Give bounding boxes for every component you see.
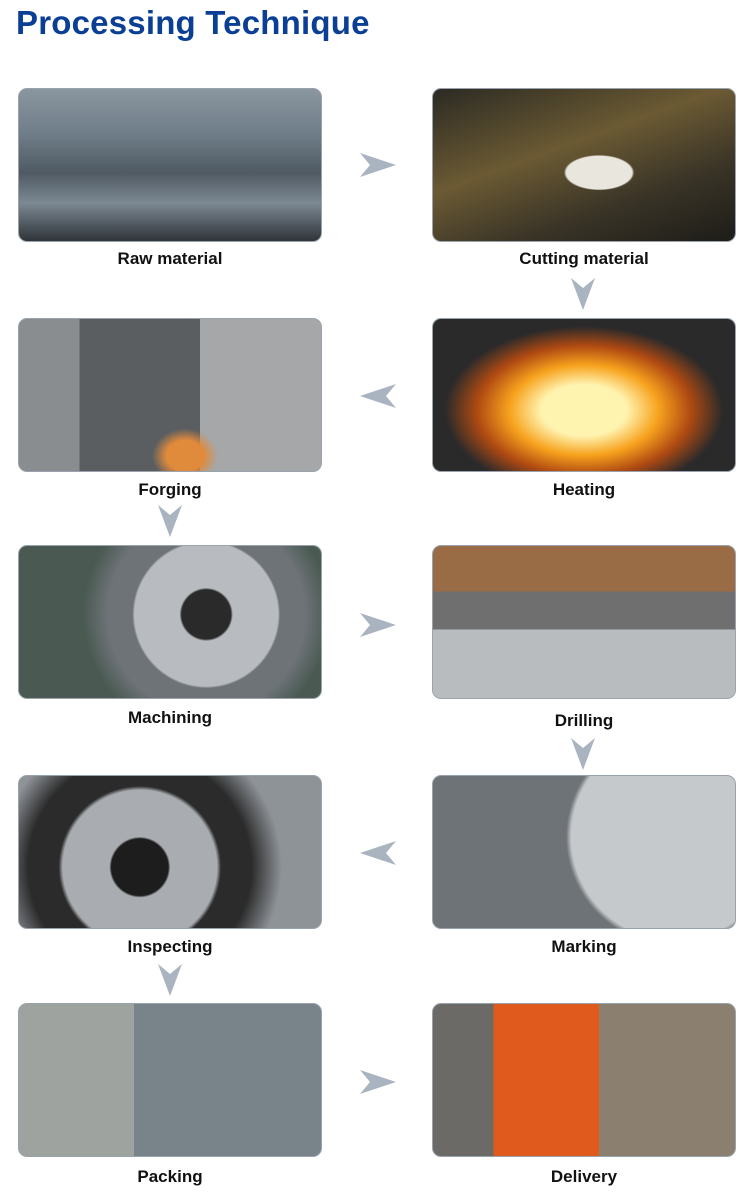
page-title: Processing Technique xyxy=(16,4,370,41)
arrow-left-icon xyxy=(360,384,396,408)
step-label-delivery: Delivery xyxy=(550,1167,618,1186)
arrow-down-icon xyxy=(158,964,182,996)
packing-photo xyxy=(18,1003,322,1157)
arrow-down-icon xyxy=(158,505,182,537)
step-label-packing: Packing xyxy=(137,1167,203,1186)
inspecting-photo xyxy=(18,775,322,929)
machining-photo xyxy=(18,545,322,699)
step-label-heating: Heating xyxy=(552,480,616,499)
marking-photo xyxy=(432,775,736,929)
step-label-inspecting: Inspecting xyxy=(127,937,213,956)
step-label-marking: Marking xyxy=(551,937,617,956)
arrow-down-icon xyxy=(571,278,595,310)
step-label-cutting-material: Cutting material xyxy=(519,249,649,268)
arrow-right-icon xyxy=(360,153,396,177)
arrow-left-icon xyxy=(360,841,396,865)
arrow-right-icon xyxy=(360,1070,396,1094)
heating-photo xyxy=(432,318,736,472)
cutting-material-photo xyxy=(432,88,736,242)
drilling-photo xyxy=(432,545,736,699)
step-label-raw-material: Raw material xyxy=(117,249,223,268)
delivery-photo xyxy=(432,1003,736,1157)
raw-material-photo xyxy=(18,88,322,242)
arrow-right-icon xyxy=(360,613,396,637)
arrow-down-icon xyxy=(571,738,595,770)
step-label-forging: Forging xyxy=(138,480,202,499)
forging-photo xyxy=(18,318,322,472)
step-label-drilling: Drilling xyxy=(554,711,614,730)
step-label-machining: Machining xyxy=(127,708,213,727)
